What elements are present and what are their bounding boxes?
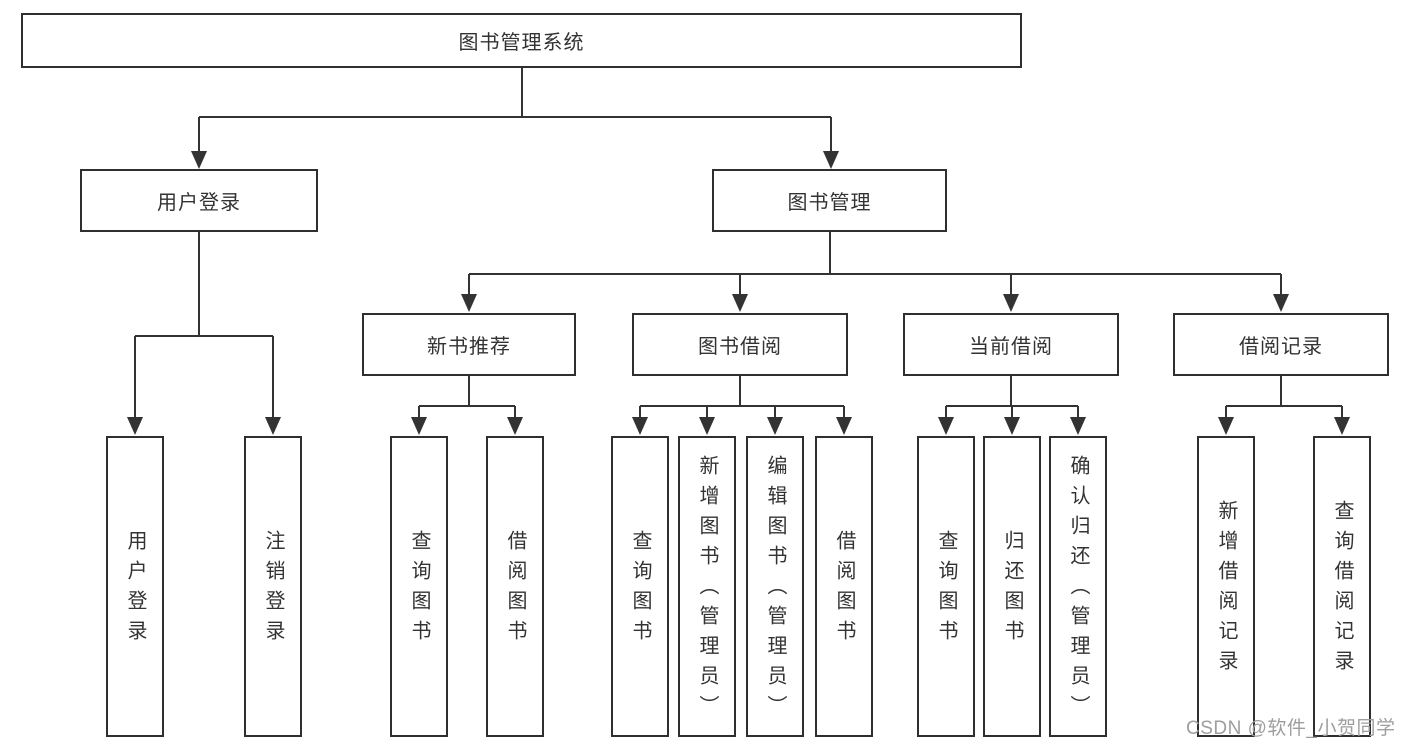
connector-line bbox=[418, 376, 516, 418]
connector-line bbox=[198, 68, 832, 152]
arrowhead-icon bbox=[823, 151, 839, 169]
arrowhead-icon bbox=[1334, 417, 1350, 435]
node-leaf-return-books: 归还图书 bbox=[983, 436, 1041, 737]
connector-book-borrow-to-leaves bbox=[632, 376, 852, 435]
arrowhead-icon bbox=[507, 417, 523, 435]
connector-new-book-recommend-to-leaves bbox=[411, 376, 523, 435]
node-leaf-query-books-borrow: 查询图书 bbox=[611, 436, 669, 737]
connector-borrow-record-to-leaves bbox=[1218, 376, 1350, 435]
node-new-book-recommend: 新书推荐 bbox=[362, 313, 576, 376]
connector-line bbox=[1225, 376, 1343, 418]
node-borrow-record: 借阅记录 bbox=[1173, 313, 1389, 376]
node-leaf-confirm-return-admin: 确认归还（管理员） bbox=[1049, 436, 1107, 737]
node-leaf-user-login: 用户登录 bbox=[106, 436, 164, 737]
arrowhead-icon bbox=[127, 417, 143, 435]
node-leaf-query-books-current: 查询图书 bbox=[917, 436, 975, 737]
node-current-borrow: 当前借阅 bbox=[903, 313, 1119, 376]
node-root-library-system: 图书管理系统 bbox=[21, 13, 1022, 68]
arrowhead-icon bbox=[632, 417, 648, 435]
arrowhead-icon bbox=[938, 417, 954, 435]
node-user-login: 用户登录 bbox=[80, 169, 318, 232]
node-leaf-edit-books-admin: 编辑图书（管理员） bbox=[746, 436, 804, 737]
node-leaf-borrow-books-recommend: 借阅图书 bbox=[486, 436, 544, 737]
connector-book-management-to-level3 bbox=[461, 232, 1289, 312]
arrowhead-icon bbox=[699, 417, 715, 435]
arrowhead-icon bbox=[1218, 417, 1234, 435]
node-leaf-add-borrow-record: 新增借阅记录 bbox=[1197, 436, 1255, 737]
node-leaf-borrow-books: 借阅图书 bbox=[815, 436, 873, 737]
arrowhead-icon bbox=[732, 294, 748, 312]
connector-line bbox=[134, 232, 274, 418]
arrowhead-icon bbox=[411, 417, 427, 435]
connector-line bbox=[639, 376, 845, 418]
connector-current-borrow-to-leaves bbox=[938, 376, 1086, 435]
arrowhead-icon bbox=[1273, 294, 1289, 312]
arrowhead-icon bbox=[836, 417, 852, 435]
connector-user-login-to-leaves bbox=[127, 232, 281, 435]
arrowhead-icon bbox=[767, 417, 783, 435]
node-leaf-query-borrow-record: 查询借阅记录 bbox=[1313, 436, 1371, 737]
node-leaf-add-books-admin: 新增图书（管理员） bbox=[678, 436, 736, 737]
csdn-watermark: CSDN @软件_小贺同学 bbox=[1186, 718, 1396, 739]
node-book-borrow: 图书借阅 bbox=[632, 313, 848, 376]
node-leaf-logout: 注销登录 bbox=[244, 436, 302, 737]
arrowhead-icon bbox=[1003, 294, 1019, 312]
connector-line bbox=[945, 376, 1079, 418]
arrowhead-icon bbox=[1004, 417, 1020, 435]
node-leaf-query-books-recommend: 查询图书 bbox=[390, 436, 448, 737]
connector-line bbox=[468, 232, 1282, 295]
arrowhead-icon bbox=[461, 294, 477, 312]
arrowhead-icon bbox=[1070, 417, 1086, 435]
connector-root-to-level2 bbox=[191, 68, 839, 169]
node-book-management: 图书管理 bbox=[712, 169, 947, 232]
arrowhead-icon bbox=[191, 151, 207, 169]
arrowhead-icon bbox=[265, 417, 281, 435]
